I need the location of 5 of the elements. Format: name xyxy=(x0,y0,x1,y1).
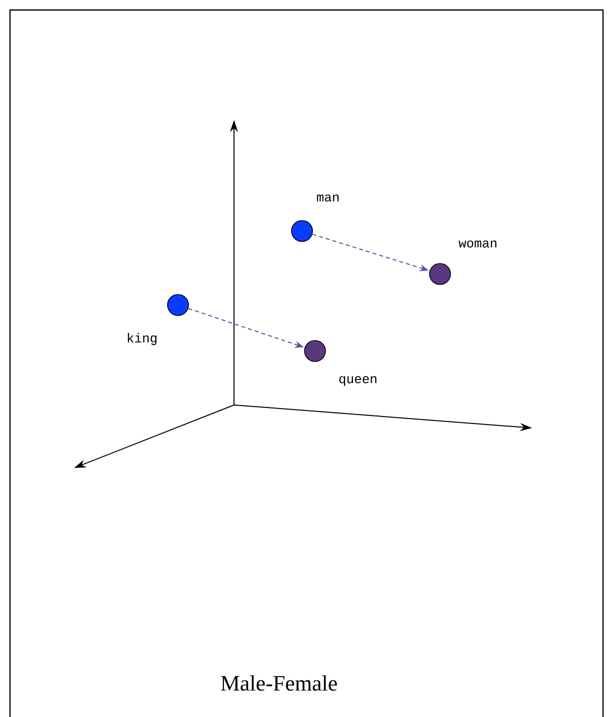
point-label: man xyxy=(316,194,339,202)
point-label: woman xyxy=(458,240,496,248)
caption: Male-Female xyxy=(221,675,337,691)
point-label: king xyxy=(128,332,156,346)
point-label: queen xyxy=(339,376,376,386)
